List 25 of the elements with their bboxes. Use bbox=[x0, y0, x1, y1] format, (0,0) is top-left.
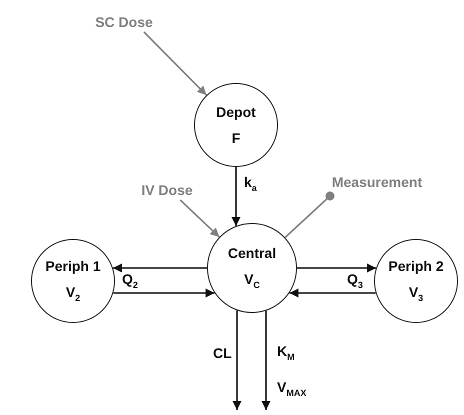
compartment-label: Periph 2 bbox=[388, 257, 444, 276]
arrow bbox=[143, 31, 208, 96]
arrow bbox=[262, 310, 270, 410]
compartment-label: Central bbox=[228, 244, 276, 262]
edge-label: CL bbox=[212, 346, 233, 362]
dose-label: IV Dose bbox=[138, 180, 196, 200]
arrow bbox=[297, 264, 376, 272]
arrow bbox=[180, 199, 220, 238]
compartment-label: Periph 1 bbox=[45, 257, 101, 276]
edge-label: K$_{M}$ V$_{MAX}$ bbox=[276, 342, 308, 400]
compartment-label: V$_{C}$ bbox=[244, 270, 260, 292]
compartment-label: Depot bbox=[216, 102, 256, 121]
compartment-label: F bbox=[232, 129, 240, 148]
dose-label: Measurement bbox=[330, 172, 424, 192]
edge-label: k$_{a}$ bbox=[243, 175, 258, 194]
arrow bbox=[232, 310, 242, 410]
arrow bbox=[232, 167, 240, 226]
compartment-label: V$_{3}$ bbox=[408, 283, 424, 305]
edge-label: Q$_{3}$ bbox=[346, 272, 364, 291]
compartment-label: V$_{2}$ bbox=[66, 283, 80, 305]
arrow bbox=[113, 288, 215, 298]
arrow bbox=[112, 264, 207, 272]
dose-label: SC Dose bbox=[92, 12, 156, 32]
edge-label: Q$_{2}$ bbox=[121, 272, 139, 291]
arrow bbox=[289, 288, 376, 298]
